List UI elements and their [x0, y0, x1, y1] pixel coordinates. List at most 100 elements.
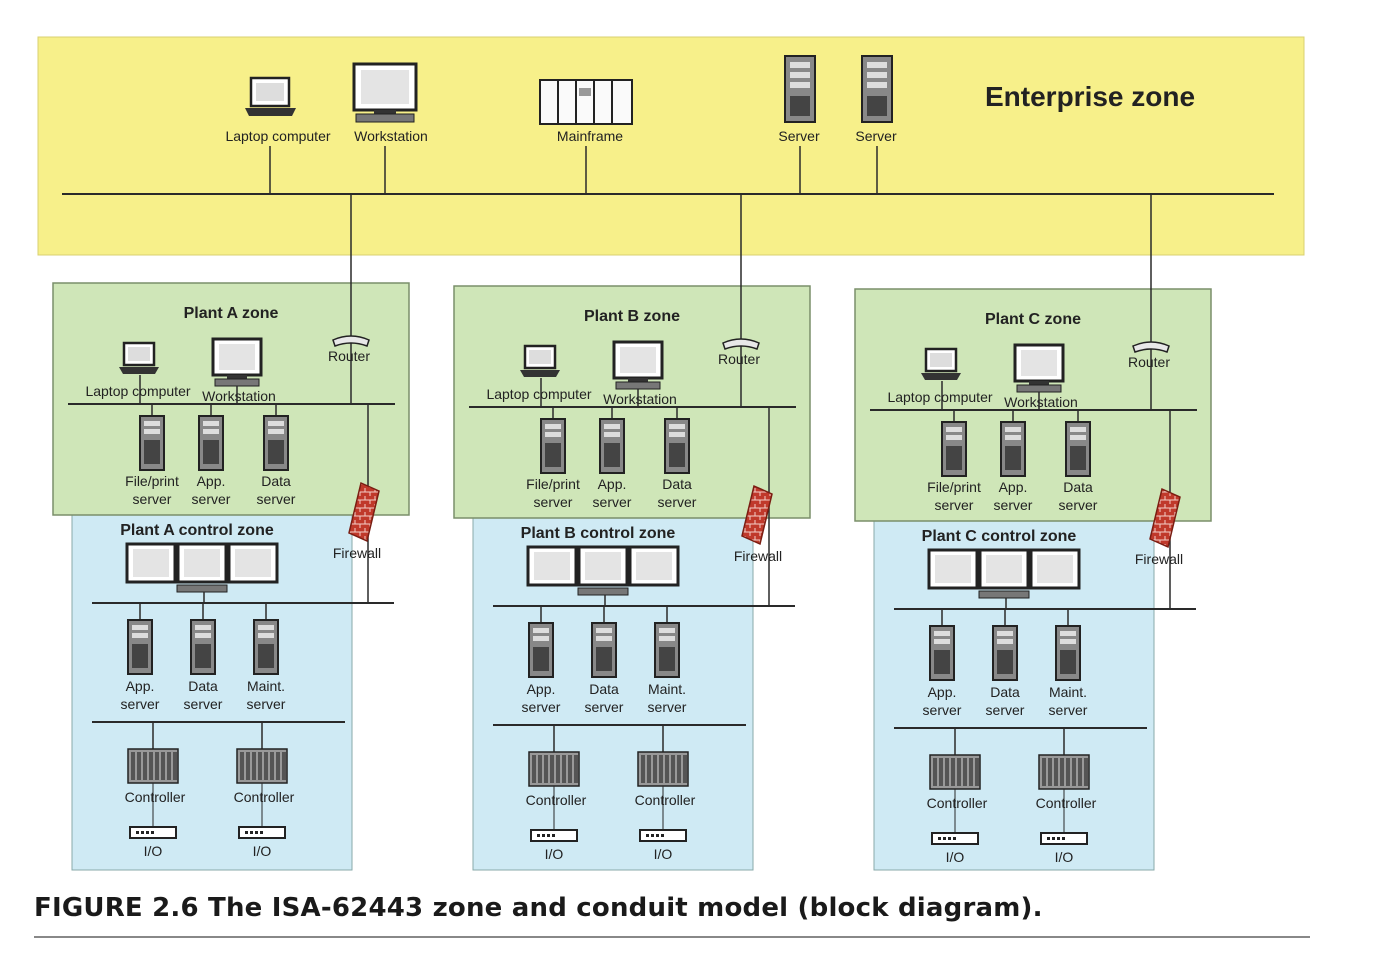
control-server-label: App.: [928, 684, 957, 700]
control-server-label: server: [121, 696, 160, 712]
io-module-icon: [639, 829, 687, 842]
plant-server-label: server: [133, 491, 172, 507]
enterprise-zone-title: Enterprise zone: [985, 81, 1195, 112]
control-server-label: Maint.: [648, 681, 686, 697]
control-server-label: Maint.: [1049, 684, 1087, 700]
laptop-label: Laptop computer: [486, 386, 591, 402]
control-server-label: server: [1049, 702, 1088, 718]
plant-server-label: App.: [197, 473, 226, 489]
io-label: I/O: [1055, 849, 1074, 865]
controller-icon: [637, 751, 689, 787]
firewall-label: Firewall: [333, 545, 381, 561]
workstation-icon: [211, 337, 263, 387]
io-module-icon: [129, 826, 177, 839]
io-label: I/O: [144, 843, 163, 859]
controller-label: Controller: [635, 792, 696, 808]
firewall-icon: [741, 484, 773, 546]
controller-icon: [127, 748, 179, 784]
server-icon: [540, 418, 566, 474]
server-icon: [139, 415, 165, 471]
plant-zone-title: Plant C zone: [985, 311, 1081, 328]
control-server-label: server: [648, 699, 687, 715]
plant-server-label: server: [658, 494, 697, 510]
plant-zone-title: Plant A zone: [184, 305, 279, 322]
controller-label: Controller: [234, 789, 295, 805]
enterprise-workstation-label: Workstation: [354, 128, 428, 144]
laptop-icon: [245, 76, 296, 116]
server-icon: [599, 418, 625, 474]
workstation-label: Workstation: [202, 388, 276, 404]
server-icon: [861, 55, 893, 123]
plant-server-label: File/print: [125, 473, 179, 489]
router-label: Router: [328, 348, 370, 364]
enterprise-mainframe-label: Mainframe: [557, 128, 623, 144]
plant-zone-box: [453, 285, 811, 519]
control-server-label: server: [184, 696, 223, 712]
server-icon: [528, 622, 554, 678]
router-label: Router: [1128, 354, 1170, 370]
plant-server-label: File/print: [526, 476, 580, 492]
enterprise-server1-label: Server: [778, 128, 820, 144]
workstation-icon: [352, 62, 418, 123]
enterprise-zone-box: [37, 36, 1305, 256]
controller-icon: [1038, 754, 1090, 790]
io-label: I/O: [253, 843, 272, 859]
zone-conduit-diagram: Enterprise zone Laptop computer Workstat…: [37, 36, 1305, 871]
laptop-icon: [921, 347, 961, 380]
control-server-label: Data: [188, 678, 218, 694]
control-server-label: Data: [589, 681, 619, 697]
server-icon: [253, 619, 279, 675]
monitor-bank-icon: [526, 545, 680, 596]
figure-caption: FIGURE 2.6 The ISA-62443 zone and condui…: [34, 893, 1043, 923]
control-server-label: server: [986, 702, 1025, 718]
plant-zone-title: Plant B zone: [584, 308, 680, 325]
mainframe-icon: [539, 79, 633, 125]
router-label: Router: [718, 351, 760, 367]
server-icon: [784, 55, 816, 123]
firewall-label: Firewall: [1135, 551, 1183, 567]
server-icon: [263, 415, 289, 471]
server-icon: [1065, 421, 1091, 477]
server-icon: [992, 625, 1018, 681]
io-module-icon: [238, 826, 286, 839]
server-icon: [929, 625, 955, 681]
controller-icon: [236, 748, 288, 784]
plant-server-label: Data: [1063, 479, 1093, 495]
control-server-label: server: [923, 702, 962, 718]
plant-server-label: Data: [662, 476, 692, 492]
control-server-label: server: [247, 696, 286, 712]
server-icon: [190, 619, 216, 675]
control-server-label: server: [522, 699, 561, 715]
laptop-icon: [119, 341, 159, 374]
plant-server-label: server: [257, 491, 296, 507]
workstation-icon: [1013, 343, 1065, 393]
laptop-label: Laptop computer: [887, 389, 992, 405]
laptop-icon: [520, 344, 560, 377]
control-zone-title: Plant B control zone: [521, 525, 676, 542]
io-label: I/O: [545, 846, 564, 862]
control-server-label: App.: [126, 678, 155, 694]
firewall-icon: [348, 481, 380, 543]
plant-server-label: File/print: [927, 479, 981, 495]
monitor-bank-icon: [125, 542, 279, 593]
controller-label: Controller: [526, 792, 587, 808]
router-icon: [1132, 341, 1170, 353]
server-icon: [1000, 421, 1026, 477]
enterprise-server2-label: Server: [855, 128, 897, 144]
firewall-label: Firewall: [734, 548, 782, 564]
control-server-label: Data: [990, 684, 1020, 700]
plant-zone-box: [52, 282, 410, 516]
server-icon: [941, 421, 967, 477]
controller-label: Controller: [927, 795, 988, 811]
control-zone-title: Plant A control zone: [120, 522, 274, 539]
server-icon: [1055, 625, 1081, 681]
enterprise-zone: Enterprise zone Laptop computer Workstat…: [37, 36, 1305, 256]
laptop-label: Laptop computer: [85, 383, 190, 399]
io-module-icon: [1040, 832, 1088, 845]
plant-server-label: server: [192, 491, 231, 507]
control-server-label: App.: [527, 681, 556, 697]
plant-server-label: server: [593, 494, 632, 510]
controller-label: Controller: [125, 789, 186, 805]
